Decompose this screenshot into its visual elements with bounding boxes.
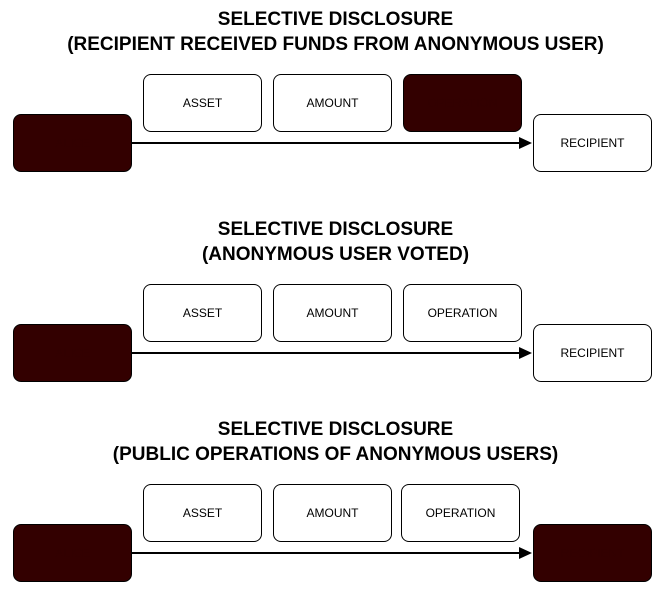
scenario-1-title-line1: SELECTIVE DISCLOSURE <box>217 9 454 30</box>
scenario-2: SELECTIVE DISCLOSURE (ANONYMOUS USER VOT… <box>0 210 671 410</box>
scenario-2-title-line2: (ANONYMOUS USER VOTED) <box>201 244 470 265</box>
scenario-3-transfer-arrow <box>132 547 532 559</box>
scenario-1-title-line2: (RECIPIENT RECEIVED FUNDS FROM ANONYMOUS… <box>67 34 604 55</box>
scenario-3-operation-box: OPERATION <box>401 484 520 542</box>
scenario-1-recipient-box: RECIPIENT <box>533 114 652 172</box>
scenario-2-transfer-arrow <box>132 347 532 359</box>
scenario-3-sender-box: ALICE <box>13 524 132 582</box>
scenario-2-title-line1: SELECTIVE DISCLOSURE <box>217 219 454 240</box>
scenario-3-recipient-box: RECIPIENT <box>533 524 652 582</box>
scenario-3-asset-box: ASSET <box>143 484 262 542</box>
scenario-1-amount-box: AMOUNT <box>273 74 392 132</box>
scenario-2-operation-box: OPERATION <box>403 284 522 342</box>
scenario-2-recipient-box: RECIPIENT <box>533 324 652 382</box>
scenario-3-amount-box: AMOUNT <box>273 484 392 542</box>
scenario-1-operation-box: OPERATION <box>403 74 522 132</box>
scenario-2-asset-box: ASSET <box>143 284 262 342</box>
scenario-1-transfer-arrow <box>132 137 532 149</box>
scenario-1-asset-box: ASSET <box>143 74 262 132</box>
scenario-3-title-line2: (PUBLIC OPERATIONS OF ANONYMOUS USERS) <box>112 444 559 465</box>
scenario-3: SELECTIVE DISCLOSURE (PUBLIC OPERATIONS … <box>0 410 671 610</box>
scenario-2-amount-box: AMOUNT <box>273 284 392 342</box>
scenario-1-sender-box: ALICE <box>13 114 132 172</box>
scenario-2-sender-box: ALICE <box>13 324 132 382</box>
scenario-1: SELECTIVE DISCLOSURE (RECIPIENT RECEIVED… <box>0 0 671 200</box>
scenario-3-title-line1: SELECTIVE DISCLOSURE <box>217 419 454 440</box>
